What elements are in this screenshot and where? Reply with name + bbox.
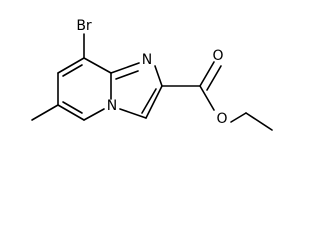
double-bond-c8-c7-inner bbox=[62, 64, 83, 77]
bond-c6-c5 bbox=[57, 104, 85, 121]
atom-label-br: Br bbox=[76, 18, 92, 34]
bond-ester-o-ch2 bbox=[230, 112, 247, 123]
double-bond-c2-c3-inner bbox=[141, 88, 157, 114]
bond-c8-c7 bbox=[57, 57, 85, 74]
molecule-structure-diagram: Br N N O O bbox=[31, 18, 273, 131]
atom-label-n-imidazole: N bbox=[142, 52, 152, 68]
atom-label-o-carbonyl: O bbox=[212, 48, 223, 64]
bond-ch2-ch3 bbox=[245, 112, 273, 131]
double-bond-carbonyl-o-2 bbox=[206, 65, 222, 91]
bond-c2-c3 bbox=[145, 85, 163, 119]
bond-c5-n4 bbox=[83, 108, 105, 121]
double-bond-c6-c5-inner bbox=[62, 101, 83, 114]
double-bond-c8a-n1-inner bbox=[115, 70, 139, 80]
bond-c8a-n1 bbox=[110, 62, 140, 74]
bond-c6-methyl bbox=[31, 104, 59, 121]
bond-carbonyl-ester-o bbox=[199, 85, 215, 111]
bond-c3-n4 bbox=[119, 108, 147, 119]
double-bond-carbonyl-o-1 bbox=[199, 61, 215, 87]
bond-n1-c2 bbox=[154, 65, 163, 87]
atom-label-n-bridgehead: N bbox=[107, 98, 117, 114]
bond-c8a-c8 bbox=[83, 57, 112, 74]
atom-label-o-ester: O bbox=[216, 111, 227, 127]
